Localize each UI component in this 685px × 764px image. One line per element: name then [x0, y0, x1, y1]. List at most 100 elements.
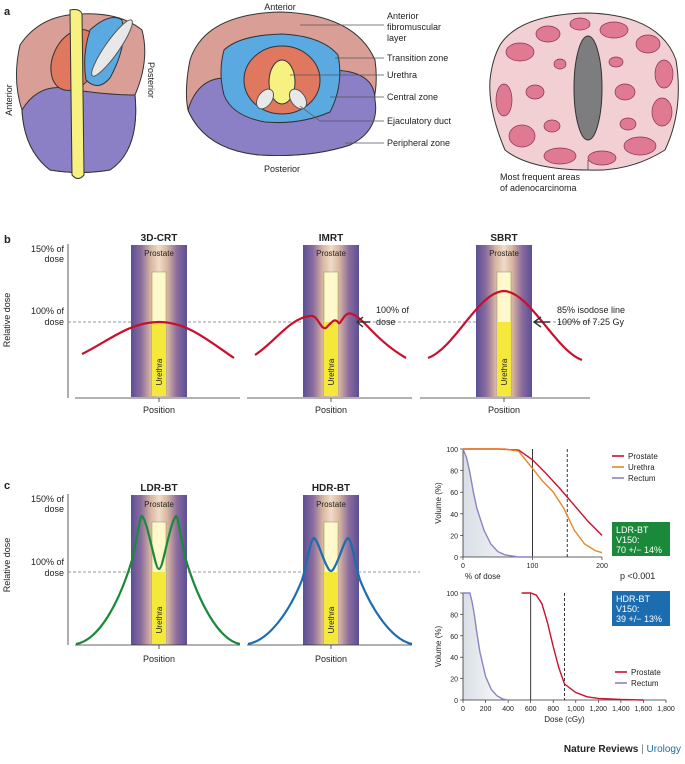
panel-a-letter: a: [4, 6, 11, 18]
xlabel-ldr: Position: [143, 654, 175, 664]
sagittal-anterior-label: Anterior: [4, 84, 14, 116]
dvh-ytick-label: 100: [446, 447, 458, 454]
prostate-label-ldr: Prostate: [144, 500, 174, 509]
journal-name: Nature Reviews: [564, 744, 639, 755]
panel-c: c Relative dose 150% of dose 100% of dos…: [2, 480, 670, 664]
prostate-sagittal-view: Anterior Posterior: [4, 9, 156, 179]
urethra-label-hdr: Urethra: [327, 606, 336, 633]
panel-c-y100-1: 100% of: [31, 557, 65, 567]
dvh-xtick-label: 1,600: [635, 706, 653, 713]
panel-b-y150-1: 150% of: [31, 244, 65, 254]
dvh-ytick-label: 20: [450, 677, 458, 684]
panel-c-y150-2: dose: [44, 504, 64, 514]
ldr-badge: [612, 522, 670, 556]
dvh-ytick-label: 40: [450, 655, 458, 662]
adenocarcinoma-foci-view: Most frequent areas of adenocarcinoma: [489, 12, 679, 193]
p-value: p <0.001: [620, 571, 655, 581]
legend-label: Rectum: [628, 474, 656, 483]
urethra-label-sbrt: Urethra: [500, 358, 509, 385]
hdr-badge-line3: 39 +/− 13%: [616, 614, 662, 624]
dvh-xtick-label: 200: [596, 563, 608, 570]
dose-curve-hdr: [247, 536, 413, 646]
panel-b-y100-1: 100% of: [31, 306, 65, 316]
label-fibromuscular-1: Anterior: [387, 11, 419, 21]
label-peripheral-zone: Peripheral zone: [387, 138, 450, 148]
sbrt-arrow: [532, 316, 550, 328]
dvh-ytick-label: 0: [454, 698, 458, 705]
dvh-shade: [463, 593, 509, 700]
dvh-ytick-label: 80: [450, 469, 458, 476]
xlabel-imrt: Position: [315, 405, 347, 415]
dvh-shade: [463, 449, 533, 557]
dvh-ylabel: Volume (%): [434, 625, 443, 667]
hdr-badge: [612, 591, 670, 626]
urethra-label-imrt: Urethra: [327, 358, 336, 385]
subpanel-3dcrt: 3D-CRT Prostate Urethra Position: [75, 233, 240, 415]
ejaculatory-duct-right: [288, 88, 308, 110]
axial-posterior-label: Posterior: [264, 164, 300, 174]
dvh-xtick-label: 200: [480, 706, 492, 713]
dvh-xtick-label: 0: [461, 706, 465, 713]
dvh-xlabel: % of dose: [465, 572, 501, 581]
urethra-fill-hdr: [324, 572, 338, 644]
dose-curve-sbrt: [427, 289, 583, 362]
dvh-ytick-label: 20: [450, 533, 458, 540]
imrt-note-1: 100% of: [376, 305, 410, 315]
adenocarcinoma-caption-1: Most frequent areas: [500, 172, 581, 182]
urethra-axial: [268, 59, 296, 105]
dose-curve-imrt: [254, 312, 407, 359]
dvh-series-rectum: [462, 448, 533, 558]
prostate-label-imrt: Prostate: [316, 249, 346, 258]
xlabel-hdr: Position: [315, 654, 347, 664]
dvh-ytick-label: 60: [450, 490, 458, 497]
label-transition-zone: Transition zone: [387, 53, 448, 63]
journal-section: Urology: [647, 744, 681, 755]
legend-label: Prostate: [631, 668, 661, 677]
title-imrt: IMRT: [319, 233, 343, 244]
dvh-xtick-label: 1,000: [567, 706, 585, 713]
title-hdr-bt: HDR-BT: [312, 483, 350, 494]
journal-credit: Nature Reviews | Urology: [564, 744, 681, 755]
title-sbrt: SBRT: [490, 233, 517, 244]
panel-c-letter: c: [4, 480, 10, 492]
xlabel-sbrt: Position: [488, 405, 520, 415]
dvh-ytick-label: 60: [450, 634, 458, 641]
panel-b: b Relative dose 150% of dose 100% of dos…: [2, 233, 625, 415]
legend-label: Prostate: [628, 452, 658, 461]
sbrt-note-2: 100% of 7.25 Gy: [557, 317, 625, 327]
label-fibromuscular-2: fibromuscular: [387, 22, 441, 32]
axial-leader-lines: [290, 24, 384, 144]
subpanel-hdr-bt: HDR-BT Prostate Urethra Position: [247, 483, 413, 664]
dose-curve-3dcrt: [81, 320, 235, 359]
dose-curve-ldr: [75, 514, 241, 646]
seminal-vesicle: [91, 19, 133, 77]
panel-b-ylabel: Relative dose: [2, 293, 12, 348]
urethra-fill-sbrt: [497, 322, 511, 396]
ldr-badge-line3: 70 +/− 14%: [616, 545, 662, 555]
title-ldr-bt: LDR-BT: [140, 483, 177, 494]
urethra-label-3dcrt: Urethra: [155, 358, 164, 385]
urethra-fill-ldr: [152, 572, 166, 644]
dvh-xtick-label: 1,800: [657, 706, 675, 713]
dvh-xtick-label: 800: [547, 706, 559, 713]
subpanel-ldr-bt: LDR-BT Prostate Urethra Position: [75, 483, 241, 664]
label-central-zone: Central zone: [387, 92, 438, 102]
adenocarcinoma-caption-2: of adenocarcinoma: [500, 183, 577, 193]
hdr-badge-line2: V150:: [616, 604, 640, 614]
dvh-xtick-label: 100: [527, 563, 539, 570]
panel-c-y150-1: 150% of: [31, 494, 65, 504]
subpanel-sbrt: SBRT Prostate Urethra 85% isodose line 1…: [420, 233, 625, 415]
dvh-ytick-label: 0: [454, 555, 458, 562]
ldr-badge-line1: LDR-BT: [616, 525, 649, 535]
tumor-foci: [495, 17, 674, 166]
dvh-ytick-label: 80: [450, 612, 458, 619]
dvh-xtick-label: 1,200: [590, 706, 608, 713]
journal-separator: |: [638, 744, 646, 755]
label-fibromuscular-3: layer: [387, 33, 407, 43]
panel-c-y100-2: dose: [44, 568, 64, 578]
sagittal-posterior-label: Posterior: [146, 62, 156, 98]
urethra-shape: [69, 9, 85, 179]
dvh-series-prostate: [521, 592, 644, 701]
urethra-fill-3dcrt: [152, 322, 166, 396]
